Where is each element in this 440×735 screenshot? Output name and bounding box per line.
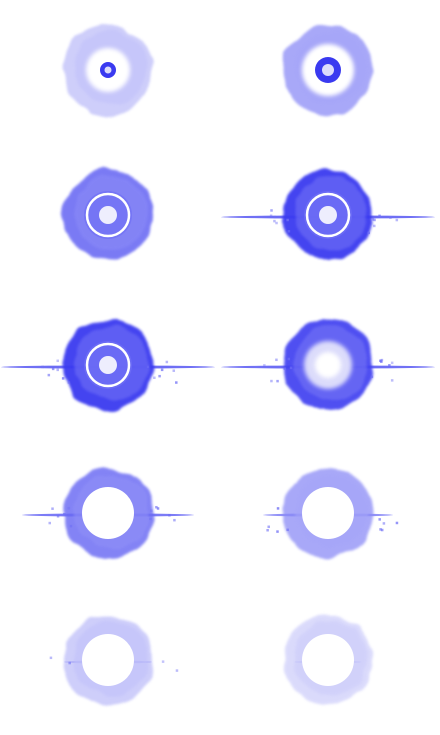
frame-8: [263, 468, 399, 558]
frame-3: [63, 170, 153, 260]
spark-particle: [41, 365, 44, 369]
spark-particle: [373, 224, 376, 228]
spark-particle: [158, 374, 161, 378]
spark-particle: [67, 506, 71, 510]
core-dot-center: [104, 66, 112, 74]
spark-particle: [367, 231, 371, 235]
frame-7: [22, 468, 194, 558]
spark-particle: [283, 367, 287, 370]
spark-particle: [370, 375, 374, 379]
core-ring-edge: [85, 342, 131, 388]
core-ring-edge: [85, 192, 131, 238]
spark-particle: [380, 360, 383, 363]
spark-particle: [168, 513, 171, 517]
spark-particle: [270, 379, 273, 383]
core-center: [319, 206, 337, 224]
spark-particle: [149, 517, 152, 521]
spark-particle: [390, 379, 394, 382]
spark-particle: [380, 528, 384, 532]
core-hole: [82, 487, 134, 539]
spark-particle: [382, 522, 386, 525]
spark-particle: [175, 381, 178, 384]
frame-5: [1, 320, 215, 410]
spark-particle: [269, 214, 273, 218]
spark-particle: [395, 218, 399, 222]
spark-particle: [275, 221, 278, 225]
spark-particle: [289, 366, 293, 370]
spark-particle: [273, 219, 276, 223]
spark-particle: [69, 524, 73, 528]
core-dot-center: [322, 64, 334, 76]
spark-particle: [371, 218, 375, 221]
spark-particle: [49, 656, 53, 660]
frame-10: [283, 615, 373, 705]
spark-particle: [150, 509, 153, 512]
spark-particle: [395, 521, 399, 525]
spark-particle: [378, 214, 381, 218]
spark-particle: [47, 373, 51, 377]
core-ring-edge: [305, 192, 351, 238]
spark-particle: [56, 368, 59, 372]
spark-particle: [276, 530, 279, 533]
spark-particle: [63, 512, 66, 516]
core-glow-center: [315, 352, 341, 378]
frame-4: [221, 170, 435, 260]
spark-particle: [275, 358, 278, 362]
spark-particle: [286, 528, 289, 532]
spark-particle: [286, 218, 289, 222]
spark-particle: [267, 525, 270, 529]
spark-particle: [155, 505, 158, 509]
spark-particle: [156, 507, 160, 510]
spark-particle: [389, 216, 392, 219]
spark-particle: [276, 379, 279, 383]
spark-particle: [51, 507, 54, 510]
spark-particle: [48, 521, 51, 525]
spark-particle: [287, 357, 291, 361]
spark-particle: [388, 364, 391, 367]
frame-2: [283, 25, 373, 115]
spark-particle: [165, 360, 169, 364]
core-center: [99, 206, 117, 224]
spark-particle: [287, 230, 291, 233]
core-hole: [302, 634, 354, 686]
spark-particle: [61, 377, 65, 380]
spark-particle: [373, 218, 376, 222]
frame-1: [63, 25, 153, 115]
core-center: [99, 356, 117, 374]
spark-particle: [266, 528, 269, 532]
spark-particle: [51, 367, 55, 371]
spark-particle: [175, 669, 179, 672]
spark-particle: [173, 518, 176, 522]
spark-particle: [263, 364, 266, 367]
spark-particle: [153, 376, 156, 380]
frame-9: [49, 615, 179, 705]
spark-particle: [160, 368, 164, 372]
spark-particle: [276, 507, 280, 510]
spark-particle: [56, 515, 60, 518]
spark-particle: [56, 359, 59, 363]
spark-particle: [146, 365, 150, 369]
spark-particle: [161, 660, 165, 663]
spark-particle: [380, 358, 384, 362]
spark-particle: [67, 381, 71, 384]
spark-particle: [172, 369, 176, 372]
frame-6: [221, 320, 435, 410]
spark-particle: [270, 209, 273, 212]
spark-particle: [390, 361, 394, 365]
spark-particle: [378, 518, 381, 521]
spark-particle: [273, 215, 277, 219]
core-hole: [302, 487, 354, 539]
spark-particle: [379, 528, 382, 531]
spark-particle: [68, 661, 71, 665]
core-hole: [82, 634, 134, 686]
